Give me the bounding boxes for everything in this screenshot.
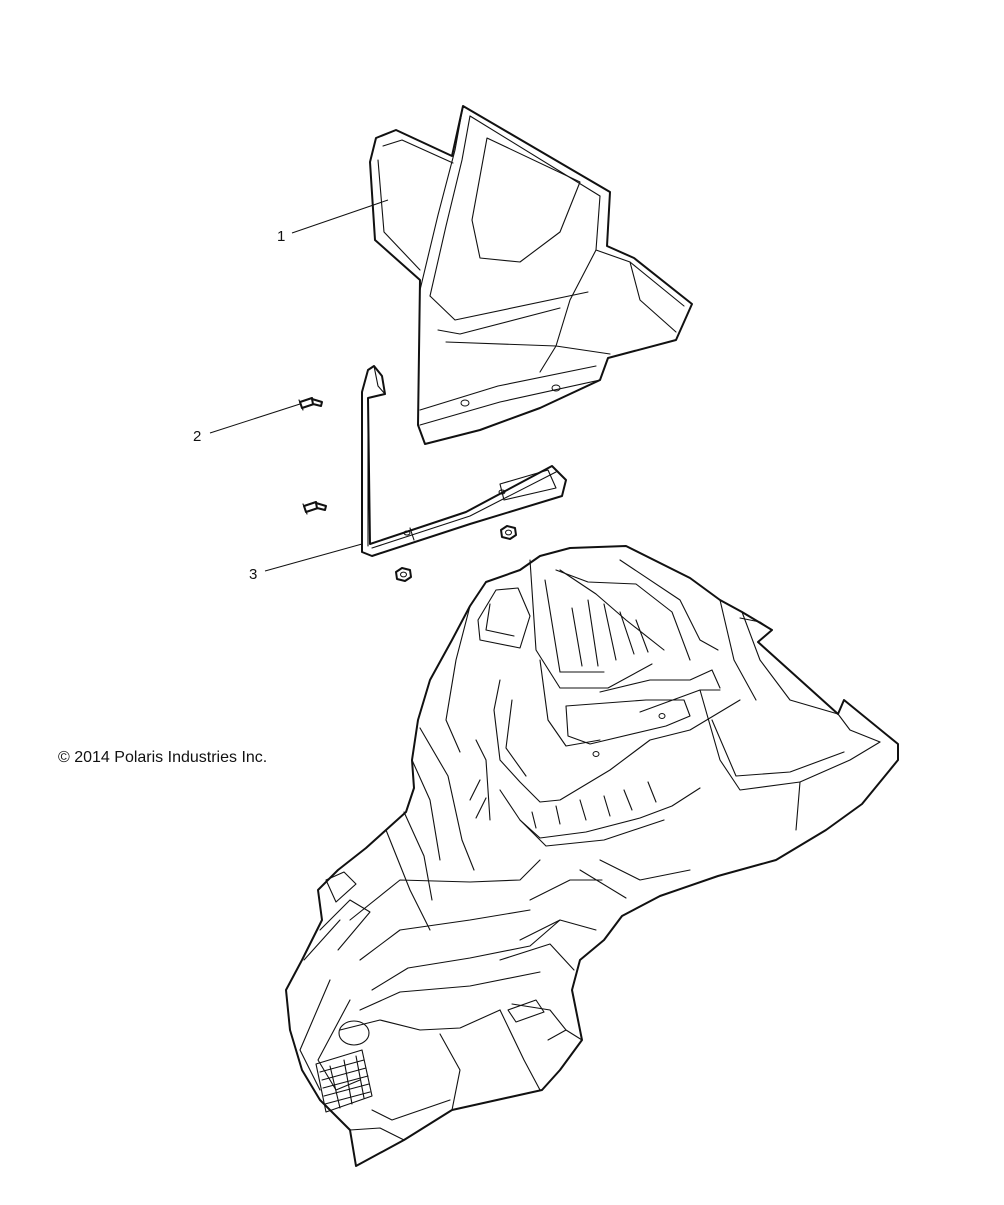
nut-upper — [500, 525, 517, 540]
leader-lines — [209, 199, 389, 572]
windshield-bracket — [361, 365, 567, 557]
copyright-notice: © 2014 Polaris Industries Inc. — [58, 749, 268, 766]
nut-lower — [395, 567, 412, 582]
callout-1: 1 — [277, 228, 286, 245]
windshield — [369, 105, 693, 445]
push-rivet-lower — [302, 501, 327, 515]
push-rivet-upper — [298, 397, 323, 411]
hood-assembly — [285, 545, 899, 1167]
leader-line-2 — [209, 403, 301, 434]
callout-2: 2 — [193, 428, 202, 445]
callout-3: 3 — [249, 566, 258, 583]
leader-line-3 — [264, 543, 363, 572]
leader-line-1 — [291, 199, 389, 234]
